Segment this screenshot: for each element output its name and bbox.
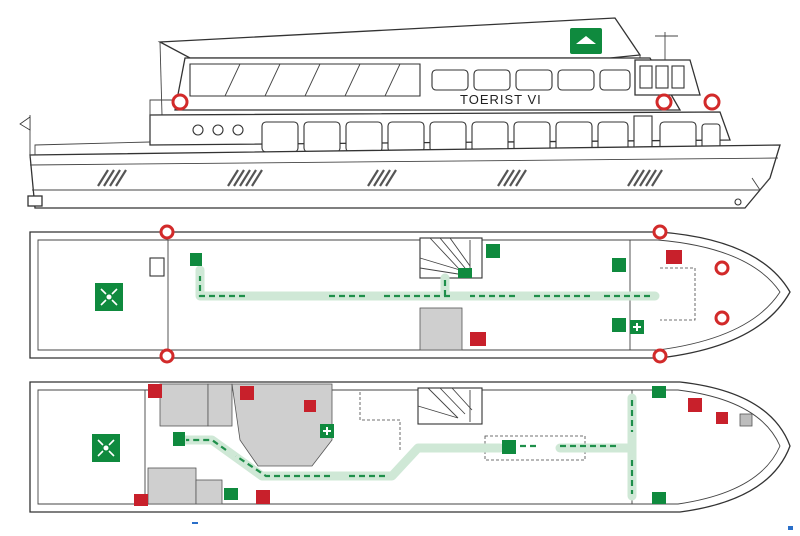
fire-extinguisher-icon bbox=[256, 490, 270, 504]
wheelhouse-window bbox=[639, 65, 653, 89]
life-buoy-icon bbox=[714, 260, 730, 276]
wheelhouse-window bbox=[655, 65, 669, 89]
life-jacket-box bbox=[739, 413, 753, 427]
fire-extinguisher-icon bbox=[148, 384, 162, 398]
stairway-railing bbox=[149, 99, 175, 140]
ship-name: TOERIST VI bbox=[460, 92, 542, 107]
deck-outline bbox=[29, 381, 791, 513]
staircase-icon bbox=[419, 237, 483, 279]
stern-flag bbox=[19, 116, 31, 131]
emergency-exit-icon bbox=[190, 253, 202, 266]
scale-mark bbox=[192, 522, 198, 524]
main-deck-plan bbox=[29, 381, 791, 513]
upper-deck-plan bbox=[29, 224, 791, 364]
stern-railing bbox=[34, 141, 151, 155]
emergency-exit-icon bbox=[652, 386, 666, 398]
deck-inner-line bbox=[37, 389, 781, 505]
emergency-exit-icon bbox=[652, 492, 666, 504]
fire-extinguisher-icon bbox=[470, 332, 486, 346]
main-windows bbox=[261, 121, 721, 153]
first-aid-icon bbox=[630, 320, 644, 334]
portholes bbox=[192, 124, 244, 136]
escape-arrow bbox=[198, 276, 650, 298]
logo-roof bbox=[576, 36, 596, 44]
staircase-icon bbox=[417, 387, 483, 425]
emergency-exit-icon bbox=[612, 258, 626, 272]
upper-window bbox=[189, 63, 421, 97]
stern-fender bbox=[27, 195, 43, 207]
muster-point-icon bbox=[92, 434, 120, 462]
emergency-exit-icon bbox=[612, 318, 626, 332]
emergency-exit-icon bbox=[173, 432, 185, 446]
stairs-aft bbox=[149, 257, 165, 277]
partition bbox=[359, 392, 401, 450]
fire-extinguisher-icon bbox=[716, 412, 728, 424]
life-buoy-icon bbox=[714, 310, 730, 326]
life-buoy-icon bbox=[655, 93, 673, 111]
life-buoy-icon bbox=[159, 348, 175, 364]
fire-extinguisher-icon bbox=[304, 400, 316, 412]
emergency-exit-icon bbox=[502, 440, 516, 454]
life-buoy-icon bbox=[652, 224, 668, 240]
emergency-exit-icon bbox=[224, 488, 238, 500]
corner-mark bbox=[788, 526, 793, 530]
wheelhouse-outline bbox=[660, 267, 696, 321]
side-elevation: TOERIST VI bbox=[19, 17, 781, 209]
wc-room bbox=[419, 307, 463, 351]
emergency-exit-icon bbox=[486, 244, 500, 258]
deck-inner-line bbox=[37, 239, 781, 351]
life-buoy-icon bbox=[652, 348, 668, 364]
rub-rail bbox=[29, 157, 779, 166]
canopy-pole bbox=[159, 41, 163, 116]
fire-extinguisher-icon bbox=[240, 386, 254, 400]
hawse-hole bbox=[734, 198, 742, 206]
window-frames bbox=[224, 63, 401, 97]
muster-point-icon bbox=[95, 283, 123, 311]
emergency-exit-icon bbox=[458, 268, 472, 278]
hull bbox=[29, 144, 781, 209]
life-buoy-icon bbox=[159, 224, 175, 240]
upper-small-windows bbox=[431, 69, 631, 91]
bow-mark bbox=[751, 177, 771, 191]
escape-arrow bbox=[186, 400, 634, 494]
fire-extinguisher-icon bbox=[688, 398, 702, 412]
hull-stripes bbox=[97, 169, 663, 187]
fire-extinguisher-icon bbox=[134, 494, 148, 506]
canopy bbox=[157, 17, 642, 59]
wheelhouse-window bbox=[671, 65, 685, 89]
life-buoy-icon bbox=[171, 93, 189, 111]
life-buoy-icon bbox=[703, 93, 721, 111]
fire-extinguisher-icon bbox=[666, 250, 682, 264]
first-aid-icon bbox=[320, 424, 334, 438]
